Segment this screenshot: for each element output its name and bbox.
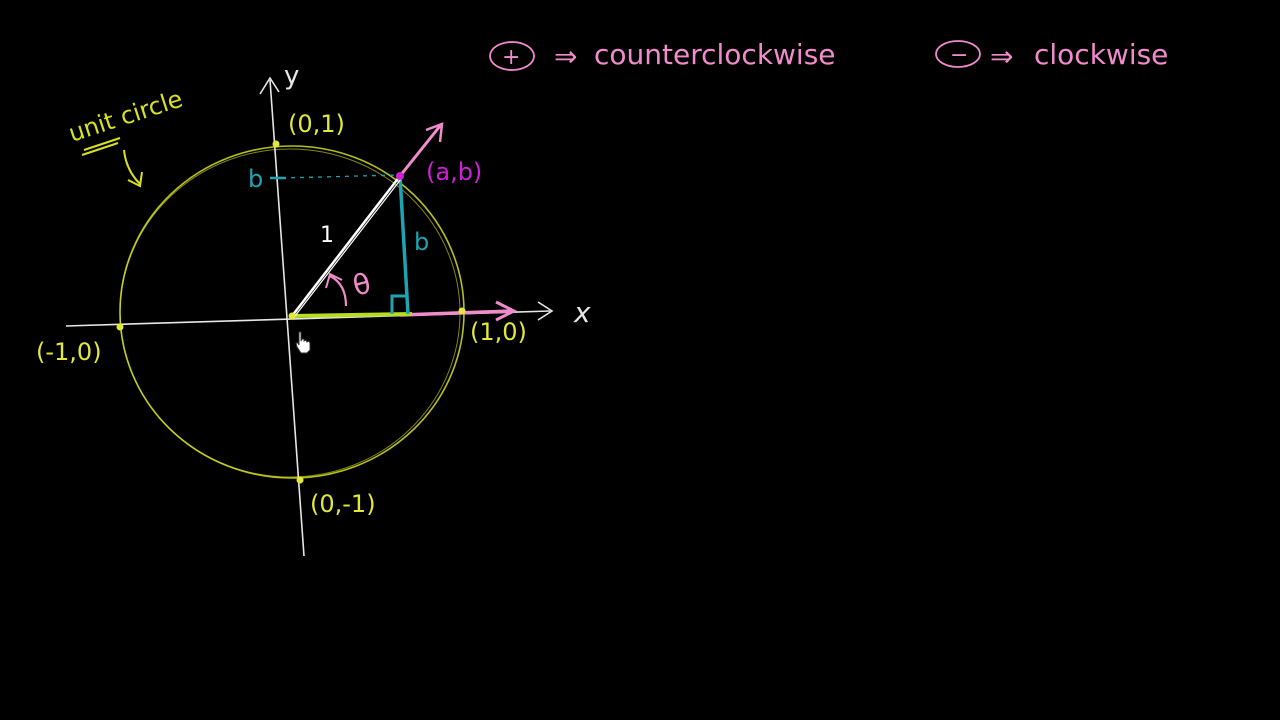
positive-arrow: ⇒ (554, 40, 577, 73)
terminal-ray-arrow (398, 125, 442, 177)
negative-direction-text: clockwise (1034, 38, 1168, 71)
angle-arc-arrowhead (325, 272, 343, 289)
positive-circle-icon (489, 41, 535, 71)
point-terminal (396, 172, 404, 180)
direction-legend: + ⇒ counterclockwise − ⇒ clockwise (489, 38, 1168, 73)
negative-symbol: − (950, 43, 968, 68)
point-origin (288, 312, 296, 320)
point-right (458, 307, 466, 315)
x-axis-label: x (573, 296, 591, 329)
hypotenuse-label: 1 (320, 223, 334, 248)
hand-pointer-icon (295, 331, 311, 354)
vertical-leg-b-label: b (414, 228, 429, 256)
point-top-label: (0,1) (288, 110, 345, 138)
negative-arrow: ⇒ (990, 40, 1013, 73)
point-left (116, 323, 124, 331)
vertical-leg-b (398, 175, 410, 315)
angle-arc (329, 275, 348, 307)
positive-x-direction-arrow (399, 309, 513, 317)
terminal-ray-arrowhead (425, 122, 444, 143)
point-right-label: (1,0) (470, 318, 527, 346)
positive-x-arrowhead (495, 300, 518, 322)
positive-direction-text: counterclockwise (594, 38, 836, 71)
hypotenuse-radius (291, 175, 401, 317)
point-top (272, 140, 280, 148)
projection-dashed-line (281, 174, 399, 179)
point-left-label: (-1,0) (36, 338, 102, 366)
hypotenuse-stroke-2 (294, 178, 402, 317)
y-axis-b-label: b (248, 165, 263, 193)
negative-circle-icon (935, 40, 981, 68)
point-bottom (296, 476, 304, 484)
point-bottom-label: (0,-1) (310, 490, 376, 518)
point-terminal-label: (a,b) (426, 158, 482, 186)
circle-points (116, 140, 466, 484)
y-axis-label: y (284, 61, 299, 91)
y-axis (259, 76, 305, 557)
base-segment-a (291, 312, 413, 318)
positive-symbol: + (502, 45, 520, 70)
right-angle-marker (390, 294, 408, 314)
